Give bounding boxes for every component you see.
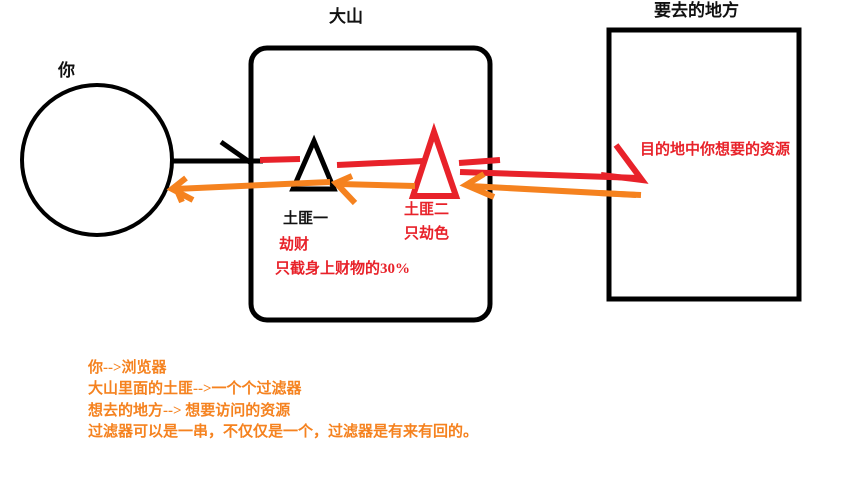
bandit-one-name: 土匪一	[283, 211, 329, 227]
orange-response-stub-destination	[598, 190, 642, 198]
you-circle	[20, 83, 174, 237]
title-mountain: 大山	[329, 7, 363, 26]
bandit-one-desc-line-1: 劫财	[279, 237, 310, 253]
red-request-arrowhead	[600, 143, 649, 184]
orange-response-arrowhead-right	[459, 171, 496, 200]
orange-response-tail-left	[173, 186, 185, 204]
legend-line-2: 大山里面的土匪-->一个个过滤器	[88, 381, 302, 398]
black-request-arrowhead	[219, 139, 253, 166]
legend-line-1: 你-->浏览器	[88, 360, 167, 376]
red-request-segment-1	[259, 156, 301, 163]
red-request-segment-3	[458, 157, 501, 166]
bandit-two-desc: 只劫色	[404, 226, 450, 242]
bandit-one-desc-line-2: 只截身上财物的30%	[275, 261, 411, 277]
orange-response-segment-mid	[339, 181, 416, 189]
orange-response-segment-left	[174, 179, 331, 192]
orange-response-arrowhead-left	[166, 175, 195, 203]
bandit-two-name: 土匪二	[404, 202, 450, 218]
legend-block: 你-->浏览器 大山里面的土匪-->一个个过滤器 想去的地方--> 想要访问的资…	[88, 358, 478, 443]
orange-response-arrowhead-mid	[330, 173, 358, 206]
red-request-segment-2	[336, 158, 425, 168]
label-you: 你	[58, 61, 75, 80]
title-destination: 要去的地方	[654, 1, 739, 20]
legend-line-4: 过滤器可以是一串，不仅仅是一个，过滤器是有来有回的。	[88, 423, 479, 440]
destination-box	[606, 27, 802, 302]
bandit-one-triangle	[289, 134, 338, 192]
legend-line-3: 想去的地方--> 想要访问的资源	[88, 402, 291, 419]
destination-resource-label: 目的地中你想要的资源	[640, 142, 791, 158]
